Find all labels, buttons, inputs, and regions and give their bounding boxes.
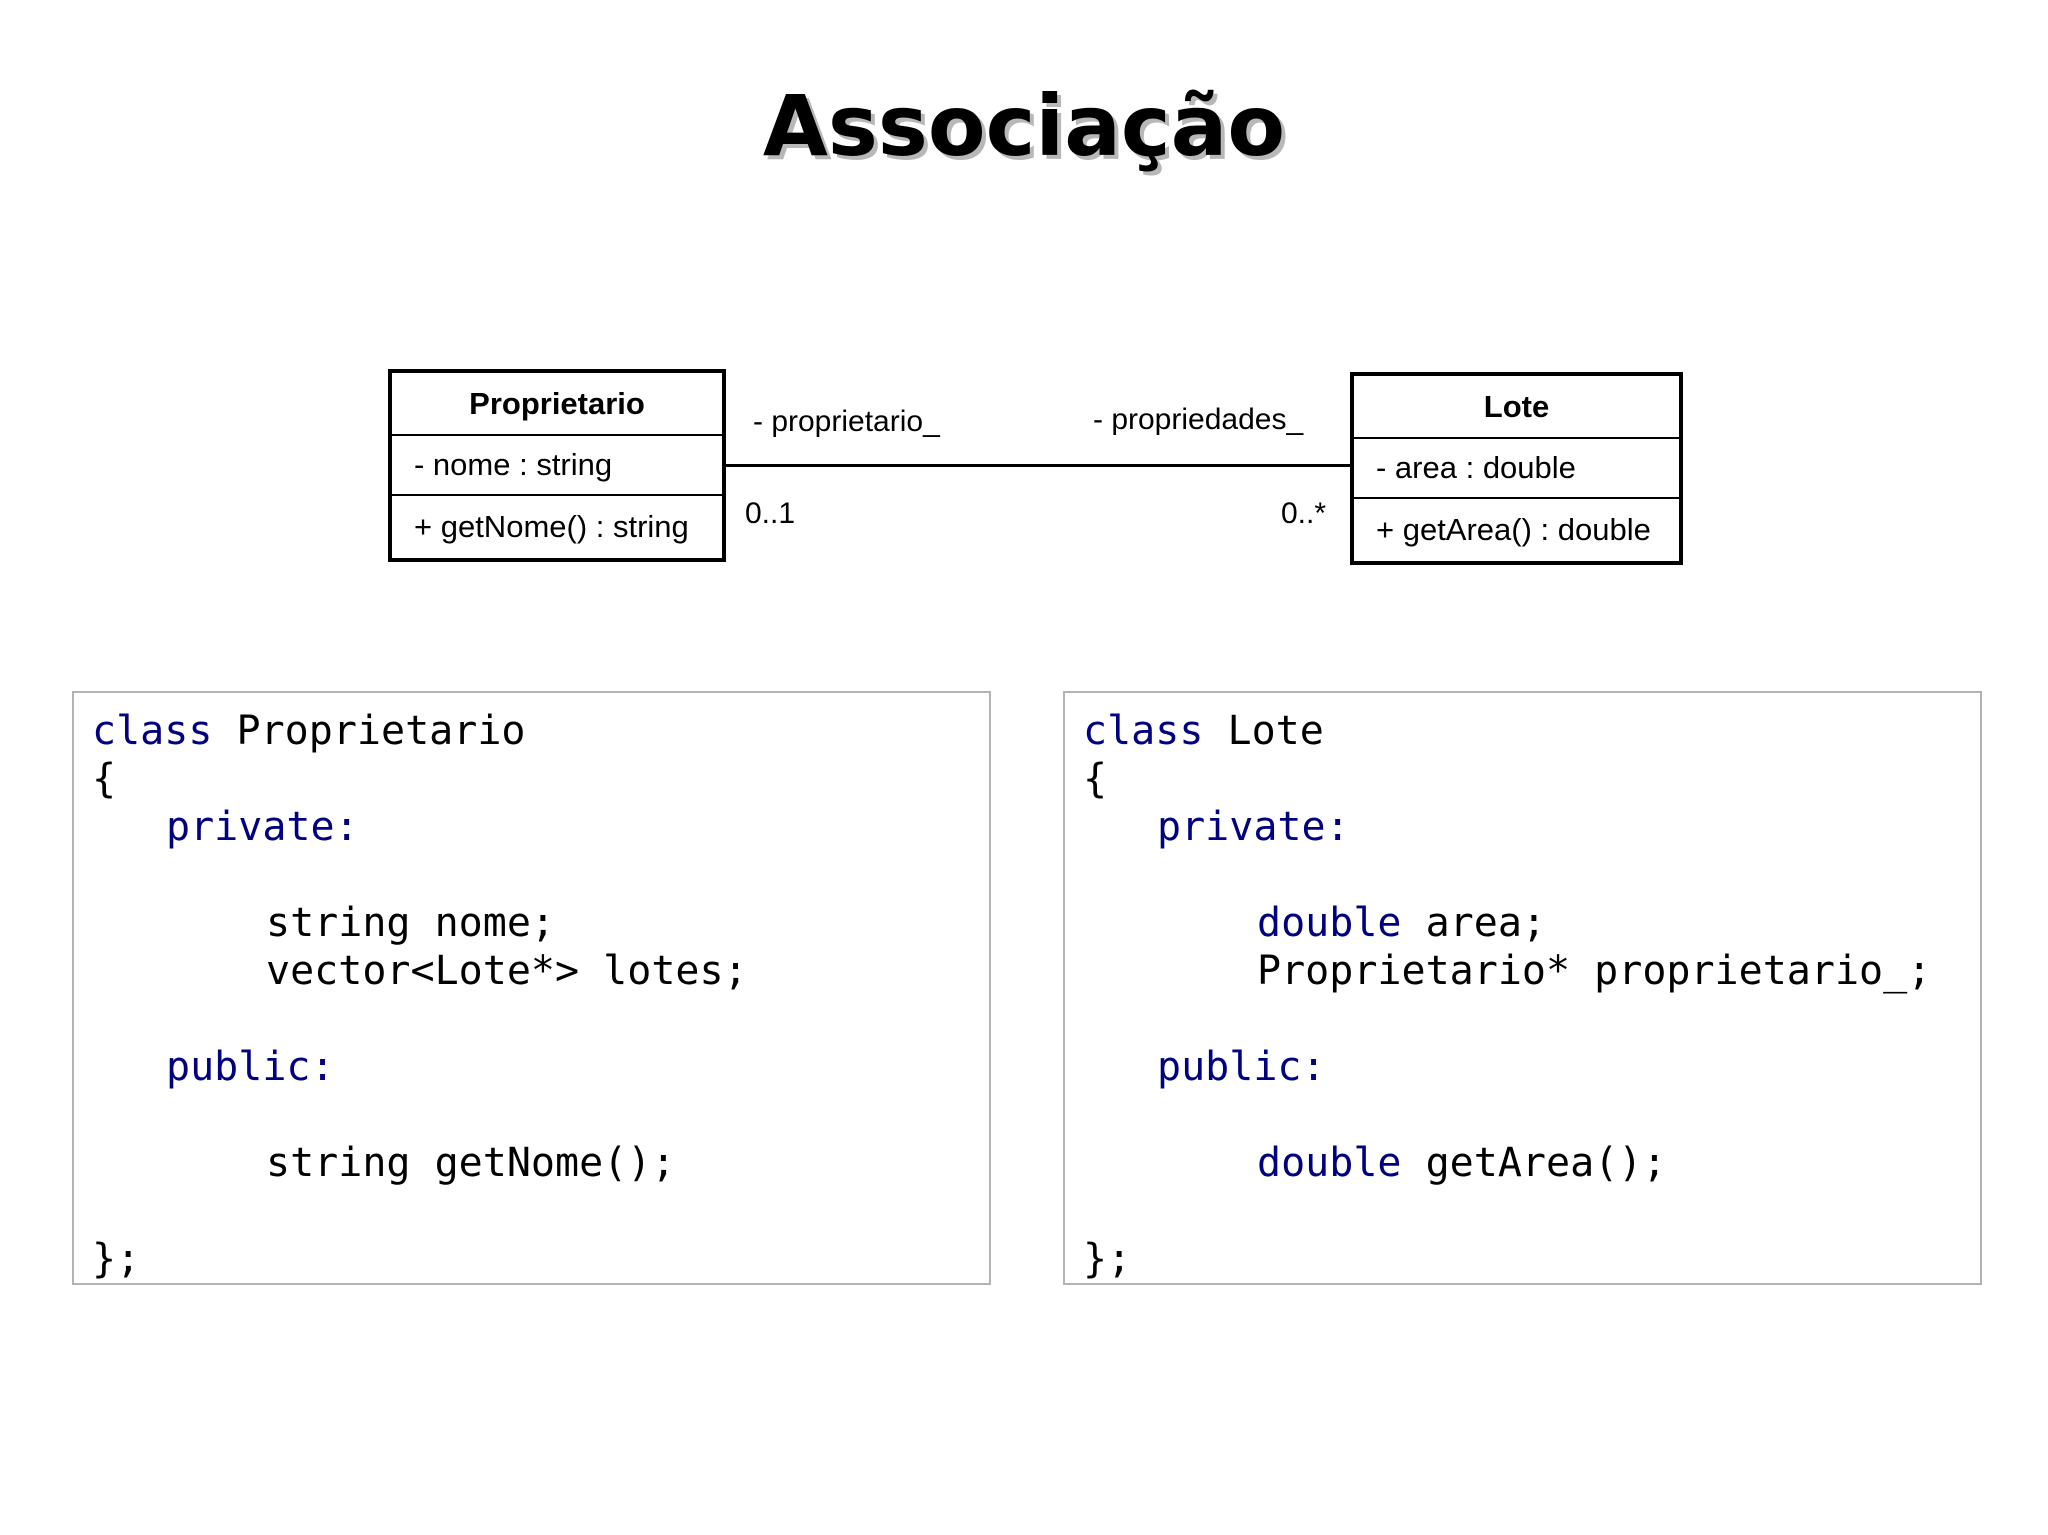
code-keyword: class (1083, 708, 1204, 754)
code-text: Proprietario (212, 708, 526, 754)
code-block-lote: class Lote { private: double area; Propr… (1063, 691, 1982, 1285)
multiplicity-right: 0..* (1281, 497, 1327, 530)
uml-attribute: - nome : string (392, 434, 722, 494)
role-label-left: - proprietario_ (753, 405, 940, 438)
code-line: }; (1083, 1236, 1132, 1282)
multiplicity-left: 0..1 (745, 497, 796, 530)
code-keyword: private: (166, 804, 359, 850)
code-block-proprietario: class Proprietario { private: string nom… (72, 691, 991, 1285)
uml-attribute: - area : double (1354, 437, 1679, 497)
code-keyword: public: (1157, 1044, 1326, 1090)
uml-class-name: Proprietario (469, 385, 645, 421)
code-text: getArea(); (1401, 1140, 1667, 1186)
code-line: }; (92, 1236, 141, 1282)
role-label-right: - propriedades_ (1093, 403, 1304, 436)
code-line: double getArea(); (1257, 1143, 1666, 1183)
code-line: class Lote (1083, 711, 1324, 751)
code-keyword: double (1257, 1140, 1402, 1186)
uml-class-proprietario: Proprietario - nome : string + getNome()… (388, 369, 726, 562)
code-line: class Proprietario (92, 711, 526, 751)
code-keyword: class (92, 708, 213, 754)
uml-class-name: Lote (1483, 388, 1550, 424)
code-line: Proprietario* proprietario_; (1257, 948, 1932, 994)
page-title: Associação (762, 77, 1286, 175)
uml-operation: + getArea() : double (1354, 497, 1679, 561)
uml-operation: + getNome() : string (392, 494, 722, 558)
association-line (726, 464, 1350, 467)
code-line: { (1083, 756, 1108, 802)
code-line: vector<Lote*> lotes; (266, 948, 748, 994)
code-line: double area; (1257, 903, 1546, 943)
code-line: { (92, 756, 117, 802)
code-line: string nome; (266, 900, 555, 946)
code-text: area; (1401, 900, 1546, 946)
code-keyword: double (1257, 900, 1402, 946)
uml-class-lote: Lote - area : double + getArea() : doubl… (1350, 372, 1683, 565)
code-keyword: private: (1157, 804, 1350, 850)
code-line: string getNome(); (266, 1140, 676, 1186)
code-text: Lote (1203, 708, 1324, 754)
code-keyword: public: (166, 1044, 335, 1090)
